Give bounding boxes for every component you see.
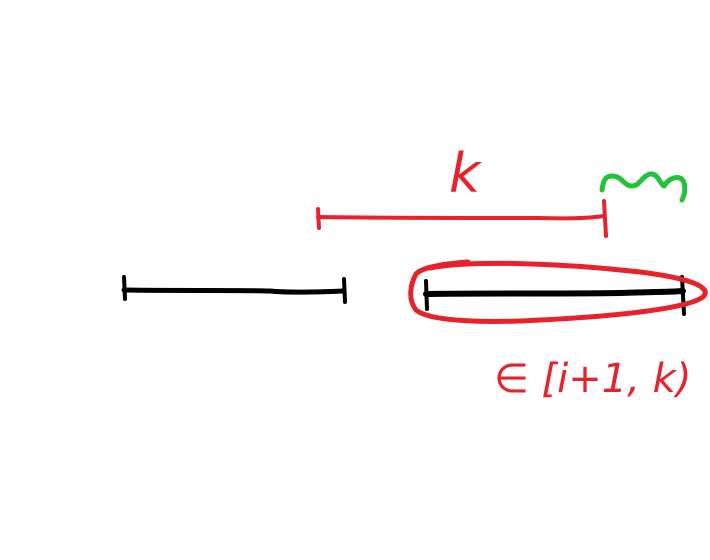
red-bracket-left-tick xyxy=(316,207,321,230)
right-black-segment xyxy=(423,275,686,316)
right-segment-line xyxy=(423,288,686,297)
right-segment-left-tick xyxy=(424,279,429,311)
label-k: k xyxy=(449,142,483,205)
red-k-bracket xyxy=(316,199,608,238)
red-bracket-right-tick xyxy=(602,199,608,238)
left-segment-left-tick xyxy=(122,275,127,301)
red-enclosing-ellipse xyxy=(408,259,708,324)
left-black-segment xyxy=(121,275,347,304)
label-range: ∈ [i+1, k) xyxy=(494,356,691,402)
right-segment-right-tick xyxy=(680,275,686,316)
left-segment-line xyxy=(121,287,347,295)
left-segment-right-tick xyxy=(342,277,347,304)
red-bracket-line xyxy=(316,214,606,221)
green-squiggle xyxy=(599,171,688,203)
label-k-text: k xyxy=(449,142,483,205)
label-range-text: ∈ [i+1, k) xyxy=(494,356,691,402)
